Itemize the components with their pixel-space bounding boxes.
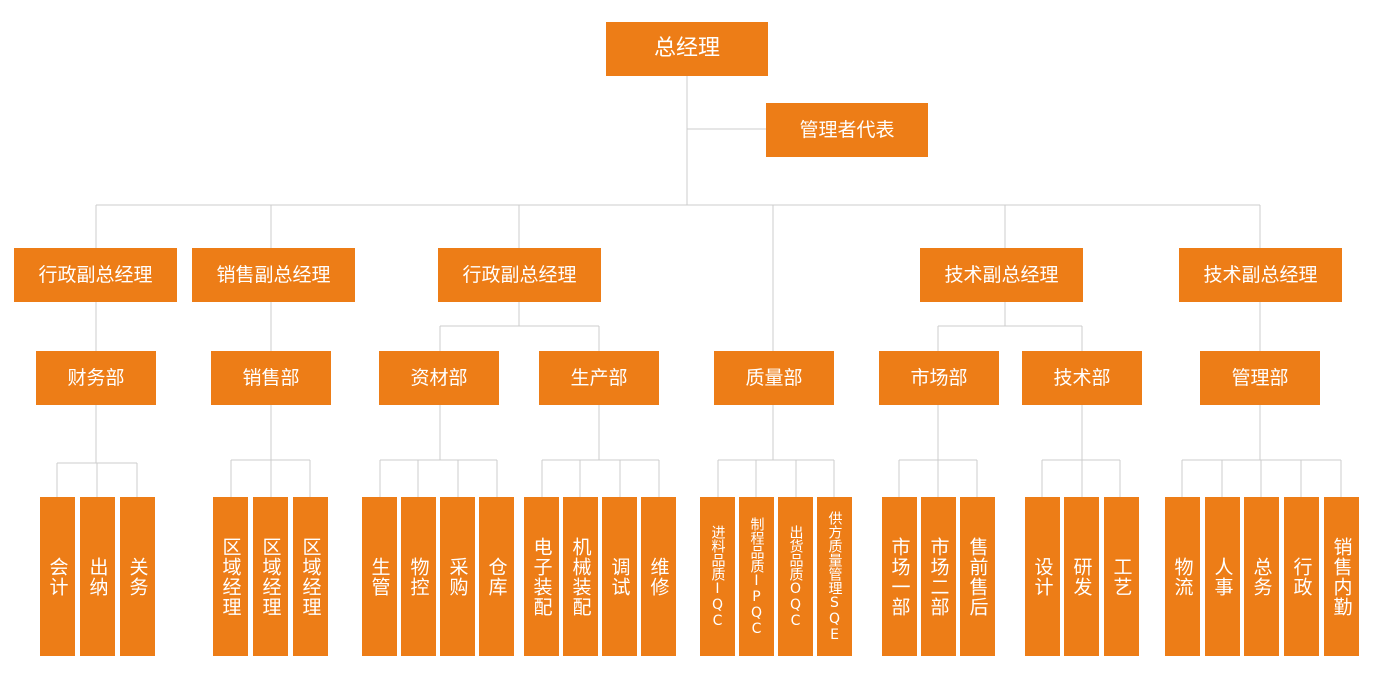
vp-tech-box-2: 技术副总经理 bbox=[1179, 248, 1342, 302]
team-process-box: 工艺 bbox=[1104, 497, 1139, 656]
team-rnd-box: 研发 bbox=[1064, 497, 1099, 656]
team-region-manager-box-2: 区域经理 bbox=[253, 497, 288, 656]
management-representative-box: 管理者代表 bbox=[766, 103, 928, 157]
dept-quality-box: 质量部 bbox=[714, 351, 834, 405]
vp-sales-box: 销售副总经理 bbox=[192, 248, 355, 302]
team-purchasing-box: 采购 bbox=[440, 497, 475, 656]
team-region-manager-box-1: 区域经理 bbox=[213, 497, 248, 656]
dept-tech-box: 技术部 bbox=[1022, 351, 1142, 405]
team-customs-box: 关务 bbox=[120, 497, 155, 656]
team-ipqc-box: 制程品质IPQC bbox=[739, 497, 774, 656]
dept-market-box: 市场部 bbox=[879, 351, 999, 405]
team-electronic-assembly-box: 电子装配 bbox=[524, 497, 559, 656]
vp-admin-box-1: 行政副总经理 bbox=[14, 248, 177, 302]
team-administration-box: 行政 bbox=[1284, 497, 1319, 656]
dept-finance-box: 财务部 bbox=[36, 351, 156, 405]
team-cashier-box: 出纳 bbox=[80, 497, 115, 656]
team-market-1-box: 市场一部 bbox=[882, 497, 917, 656]
team-sales-support-box: 销售内勤 bbox=[1324, 497, 1359, 656]
team-design-box: 设计 bbox=[1025, 497, 1060, 656]
vp-tech-box-1: 技术副总经理 bbox=[920, 248, 1083, 302]
team-market-2-box: 市场二部 bbox=[921, 497, 956, 656]
team-mechanical-assembly-box: 机械装配 bbox=[563, 497, 598, 656]
team-warehouse-box: 仓库 bbox=[479, 497, 514, 656]
team-material-control-box: 物控 bbox=[401, 497, 436, 656]
dept-materials-box: 资材部 bbox=[379, 351, 499, 405]
dept-production-box: 生产部 bbox=[539, 351, 659, 405]
dept-management-box: 管理部 bbox=[1200, 351, 1320, 405]
team-presales-aftersales-box: 售前售后 bbox=[960, 497, 995, 656]
team-production-control-box: 生管 bbox=[362, 497, 397, 656]
vp-admin-box-2: 行政副总经理 bbox=[438, 248, 601, 302]
team-iqc-box: 进料品质IQC bbox=[700, 497, 735, 656]
team-maintenance-box: 维修 bbox=[641, 497, 676, 656]
team-debugging-box: 调试 bbox=[602, 497, 637, 656]
team-logistics-box: 物流 bbox=[1165, 497, 1200, 656]
team-oqc-box: 出货品质OQC bbox=[778, 497, 813, 656]
general-manager-box: 总经理 bbox=[606, 22, 768, 76]
team-sqe-box: 供方质量管理SQE bbox=[817, 497, 852, 656]
dept-sales-box: 销售部 bbox=[211, 351, 331, 405]
team-hr-box: 人事 bbox=[1205, 497, 1240, 656]
team-accounting-box: 会计 bbox=[40, 497, 75, 656]
team-region-manager-box-3: 区域经理 bbox=[293, 497, 328, 656]
team-general-affairs-box: 总务 bbox=[1244, 497, 1279, 656]
